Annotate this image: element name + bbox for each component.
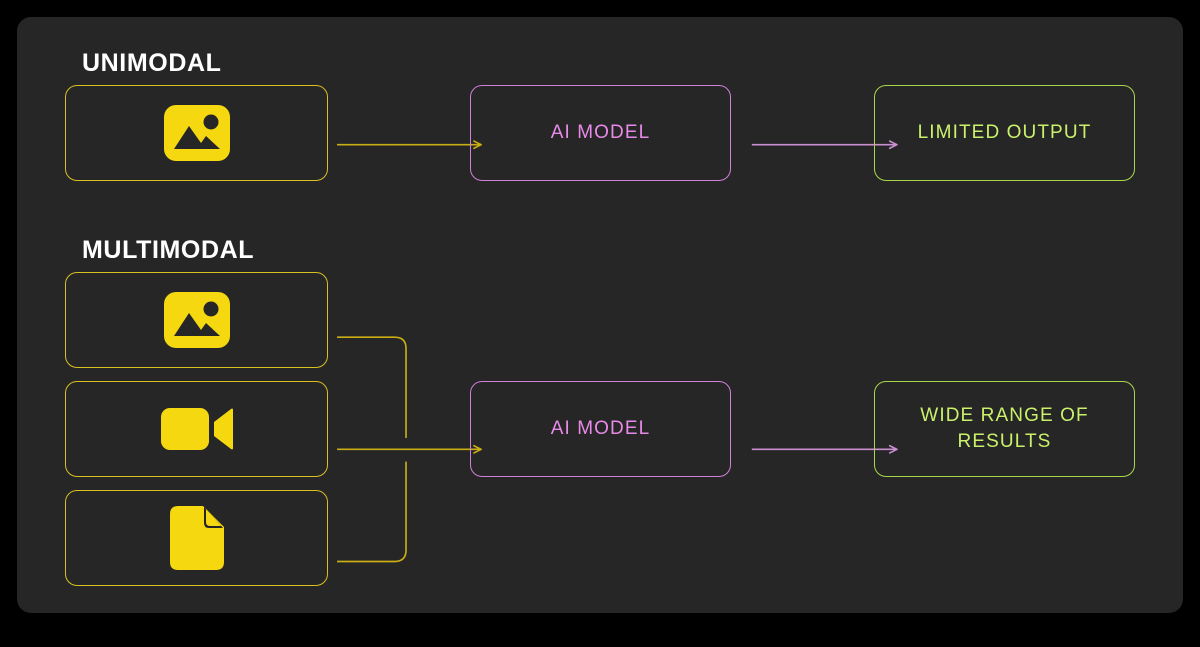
input-node-image-unimodal[interactable]	[65, 85, 328, 181]
output-node-limited[interactable]: LIMITED OUTPUT	[874, 85, 1135, 181]
output-label-limited: LIMITED OUTPUT	[917, 122, 1092, 144]
ai-model-label-multimodal: AI MODEL	[550, 418, 651, 440]
ai-model-label-unimodal: AI MODEL	[550, 122, 651, 144]
connector-multimodal-image-to-trunk	[337, 336, 407, 439]
diagram-canvas: UNIMODAL AI MODEL LIMITED OUTPUT MULTIMO…	[17, 17, 1183, 613]
section-title-unimodal: UNIMODAL	[82, 49, 222, 77]
section-title-multimodal: MULTIMODAL	[82, 236, 255, 264]
image-icon	[163, 292, 230, 348]
ai-model-node-multimodal[interactable]: AI MODEL	[470, 381, 731, 477]
video-icon	[160, 404, 233, 454]
output-label-wide-range-line1: WIDE RANGE OF	[920, 405, 1089, 427]
ai-model-node-unimodal[interactable]: AI MODEL	[470, 85, 731, 181]
input-node-document-multimodal[interactable]	[65, 490, 328, 586]
input-node-image-multimodal[interactable]	[65, 272, 328, 368]
input-node-video-multimodal[interactable]	[65, 381, 328, 477]
document-icon	[169, 506, 224, 570]
image-icon	[163, 105, 230, 161]
output-node-wide-range[interactable]: WIDE RANGE OF RESULTS	[874, 381, 1135, 477]
diagram-panel: UNIMODAL AI MODEL LIMITED OUTPUT MULTIMO…	[17, 17, 1183, 613]
output-label-wide-range-line2: RESULTS	[957, 431, 1052, 452]
connector-multimodal-document-to-trunk	[337, 461, 407, 563]
